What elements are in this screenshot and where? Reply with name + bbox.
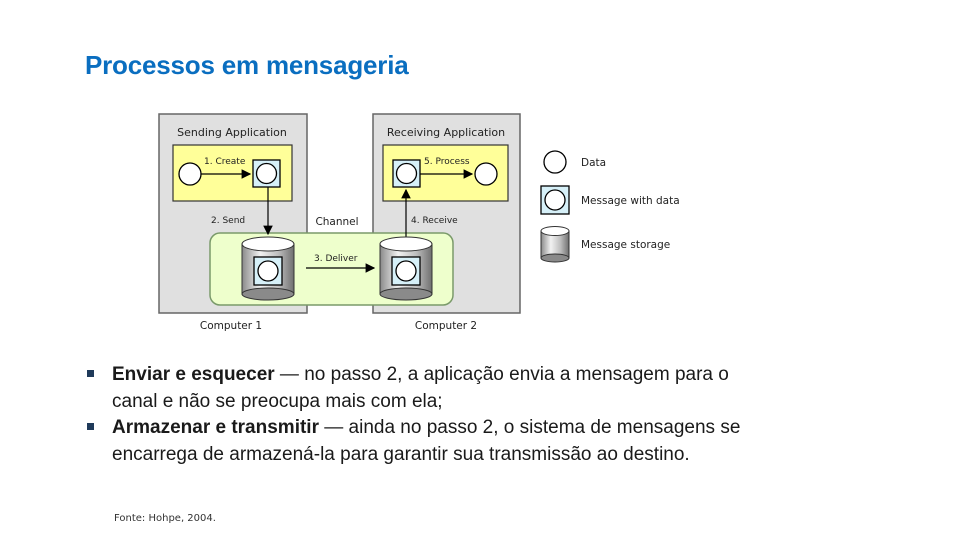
- data-icon: [395, 162, 418, 185]
- step-deliver-label: 3. Deliver: [314, 254, 358, 264]
- legend-data-label: Data: [581, 157, 606, 169]
- data-icon: [395, 260, 417, 282]
- bullet-text: — ainda no passo 2, o sistema de mensage…: [112, 417, 741, 465]
- bullet-list: Enviar e esquecer — no passo 2, a aplica…: [85, 362, 745, 468]
- channel-label: Channel: [315, 216, 358, 228]
- bullet-item: Enviar e esquecer — no passo 2, a aplica…: [85, 362, 745, 415]
- legend-message-label: Message with data: [581, 195, 680, 207]
- data-icon: [544, 189, 566, 211]
- legend: Data Message with data Message storage: [540, 150, 680, 263]
- bullet-term: Enviar e esquecer: [112, 364, 275, 385]
- bullet-term: Armazenar e transmitir: [112, 417, 319, 438]
- step-send-label: 2. Send: [211, 216, 245, 226]
- square-bullet-icon: [87, 370, 94, 377]
- data-icon: [255, 162, 278, 185]
- source-citation: Fonte: Hohpe, 2004.: [114, 513, 216, 524]
- computer2-label: Computer 2: [415, 320, 477, 332]
- receiving-app-label: Receiving Application: [387, 126, 505, 139]
- legend-storage-label: Message storage: [581, 239, 670, 251]
- step-process-label: 5. Process: [424, 157, 470, 167]
- data-icon: [178, 162, 202, 186]
- bullet-text: — no passo 2, a aplicação envia a mensag…: [112, 364, 729, 412]
- bullet-item: Armazenar e transmitir — ainda no passo …: [85, 415, 745, 468]
- data-icon: [257, 260, 279, 282]
- data-icon: [543, 150, 567, 174]
- sending-app-label: Sending Application: [177, 126, 287, 139]
- computer1-label: Computer 1: [200, 320, 262, 332]
- slide-title: Processos em mensageria: [85, 50, 409, 80]
- message-storage-icon: [379, 236, 433, 301]
- square-bullet-icon: [87, 423, 94, 430]
- step-receive-label: 4. Receive: [411, 216, 458, 226]
- message-storage-icon: [540, 226, 570, 263]
- step-create-label: 1. Create: [204, 157, 246, 167]
- data-icon: [474, 162, 498, 186]
